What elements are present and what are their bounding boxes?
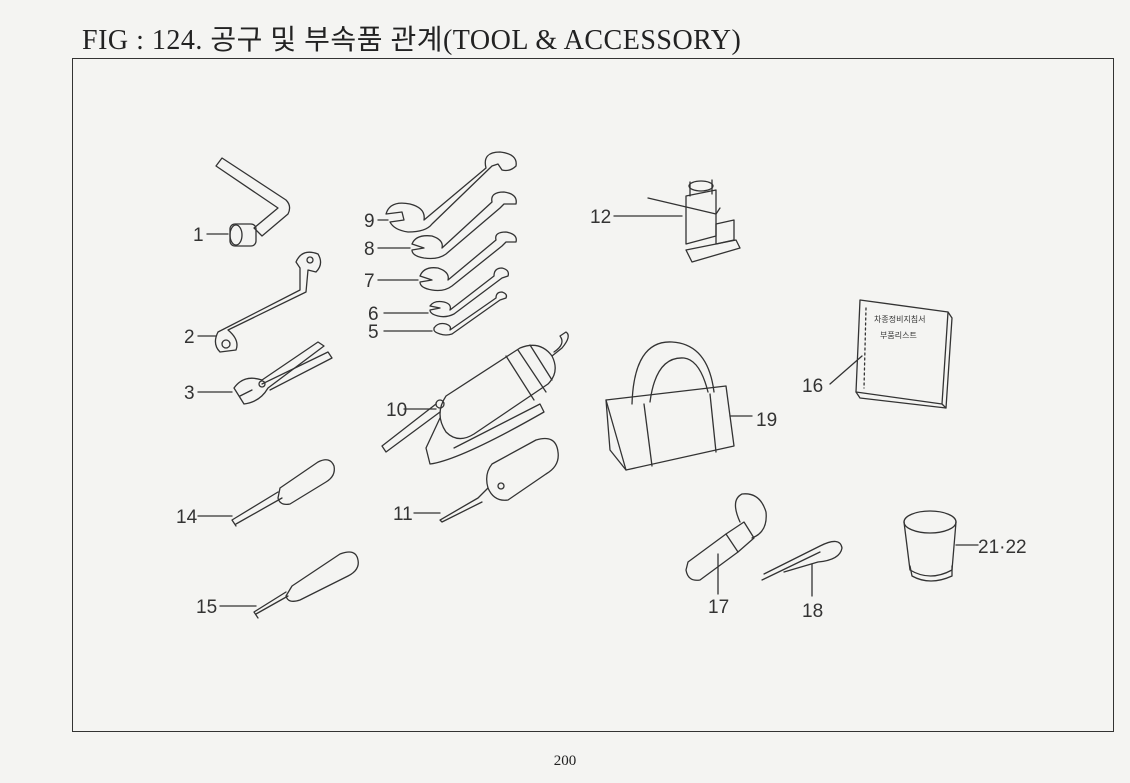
book-text-line2: 부품리스트	[880, 331, 917, 340]
callout-16: 16	[802, 376, 823, 397]
callout-11: 11	[393, 504, 413, 525]
book-text-line1: 차종정비지침서	[874, 314, 926, 324]
figure-frame	[72, 58, 1114, 732]
callout-8: 8	[364, 239, 375, 260]
callout-18: 18	[802, 601, 823, 622]
wrench-9-drawing	[385, 151, 517, 233]
wrench-7-drawing	[419, 231, 517, 292]
callout-3: 3	[184, 383, 195, 404]
callout-5: 5	[368, 322, 379, 343]
spanner-bar-drawing	[214, 251, 322, 353]
callout-10: 10	[386, 400, 407, 421]
callout-14: 14	[176, 507, 198, 528]
callout-12: 12	[590, 207, 611, 228]
cup-drawing	[903, 510, 957, 582]
pliers-drawing	[233, 341, 333, 405]
wrench-6-drawing	[429, 267, 510, 318]
callout-17: 17	[708, 597, 729, 618]
box-wrench-drawing	[215, 157, 291, 247]
r-clip-drawing	[761, 540, 843, 581]
callout-1: 1	[193, 225, 204, 246]
tool-bag-drawing	[605, 341, 735, 471]
manual-book-drawing: 차종정비지침서 부품리스트	[855, 299, 953, 409]
callout-15: 15	[196, 597, 217, 618]
callout-19: 19	[756, 410, 777, 431]
page-number: 200	[553, 753, 577, 769]
pin-17-drawing	[685, 493, 767, 581]
callout-2: 2	[184, 327, 195, 348]
wrench-5-drawing	[433, 291, 508, 336]
callout-6: 6	[368, 304, 379, 325]
jack-drawing	[647, 179, 741, 263]
grease-gun-drawing	[381, 331, 569, 465]
page-title: FIG : 124. 공구 및 부속품 관계(TOOL & ACCESSORY)	[82, 25, 742, 56]
callout-9: 9	[364, 211, 375, 232]
wrench-8-drawing	[411, 191, 517, 260]
leader-16	[829, 355, 863, 385]
screwdriver-14-drawing	[231, 459, 335, 527]
screwdriver-15-drawing	[253, 551, 359, 619]
oil-can-drawing	[439, 437, 559, 523]
callout-7: 7	[364, 271, 375, 292]
callout-21-22: 21·22	[978, 537, 1027, 558]
